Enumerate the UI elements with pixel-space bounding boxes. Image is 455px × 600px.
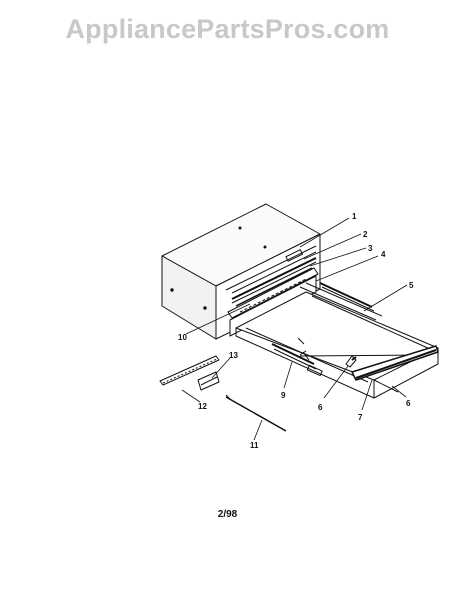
- callout-13: 13: [229, 351, 238, 360]
- callout-12: 12: [198, 402, 207, 411]
- front-panel-details: [225, 245, 319, 319]
- callout-3: 3: [368, 244, 373, 253]
- callout-9: 9: [281, 391, 286, 400]
- callout-1: 1: [352, 212, 357, 221]
- callout-7: 7: [358, 413, 363, 422]
- leader-lines: [181, 217, 408, 441]
- slide-rail-part: [159, 355, 220, 386]
- callout-4: 4: [381, 250, 386, 259]
- callout-10: 10: [178, 333, 187, 342]
- rod-part: [225, 394, 287, 432]
- drawer: [235, 291, 439, 399]
- callout-6-right: 6: [406, 399, 411, 408]
- callout-6-left: 6: [318, 403, 323, 412]
- page-code: 2/98: [217, 509, 238, 520]
- callout-labels: 1 2 3 4 5 10 9 6 7 6 13 12 11: [178, 212, 414, 450]
- callout-11: 11: [250, 441, 259, 450]
- watermark-logo: AppliancePartsPros.com: [65, 14, 390, 44]
- callout-5: 5: [409, 281, 414, 290]
- bracket-part: [197, 371, 220, 391]
- callout-2: 2: [363, 230, 368, 239]
